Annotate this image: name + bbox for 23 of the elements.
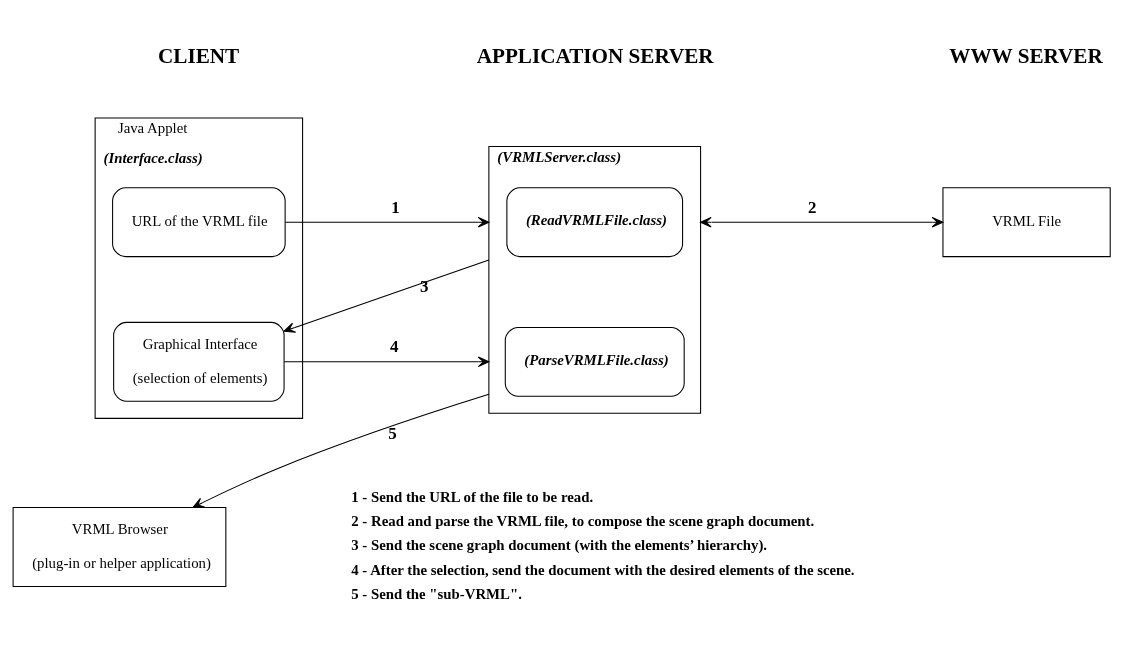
node-box: Graphical Interface (selection of elements) xyxy=(113,321,285,402)
edge-label: 4 xyxy=(389,336,399,356)
edge-label: 1 xyxy=(391,196,400,216)
arrow xyxy=(283,356,490,367)
node-box: (ParseVRMLFile.class) xyxy=(504,326,685,397)
node-box: VRML Browser (plug-in or helper application) xyxy=(12,506,227,587)
arrow xyxy=(700,216,944,227)
edge-label: 5 xyxy=(388,423,397,443)
edge-label: 2 xyxy=(808,196,817,216)
node-box: VRML File xyxy=(942,186,1111,257)
label: 3 - Send the scene graph document (with the elements’ hierarchy). xyxy=(351,536,768,553)
label: 1 - Send the URL of the file to be read. xyxy=(351,488,594,505)
label: 4 - After the selection, send the document with the desired elements of the scene. xyxy=(351,561,855,578)
label: 5 - Send the "sub-VRML". xyxy=(351,585,522,602)
node-box: URL of the VRML file xyxy=(112,186,286,257)
label: CLIENT xyxy=(158,43,240,68)
label: WWW SERVER xyxy=(949,43,1103,68)
label: 2 - Read and parse the VRML file, to compose the scene graph document. xyxy=(351,512,815,529)
arrow xyxy=(283,259,490,333)
label: APPLICATION SERVER xyxy=(476,43,714,68)
arrow xyxy=(284,216,490,227)
arrow xyxy=(192,393,490,508)
node-box: (ReadVRMLFile.class) xyxy=(506,186,684,257)
